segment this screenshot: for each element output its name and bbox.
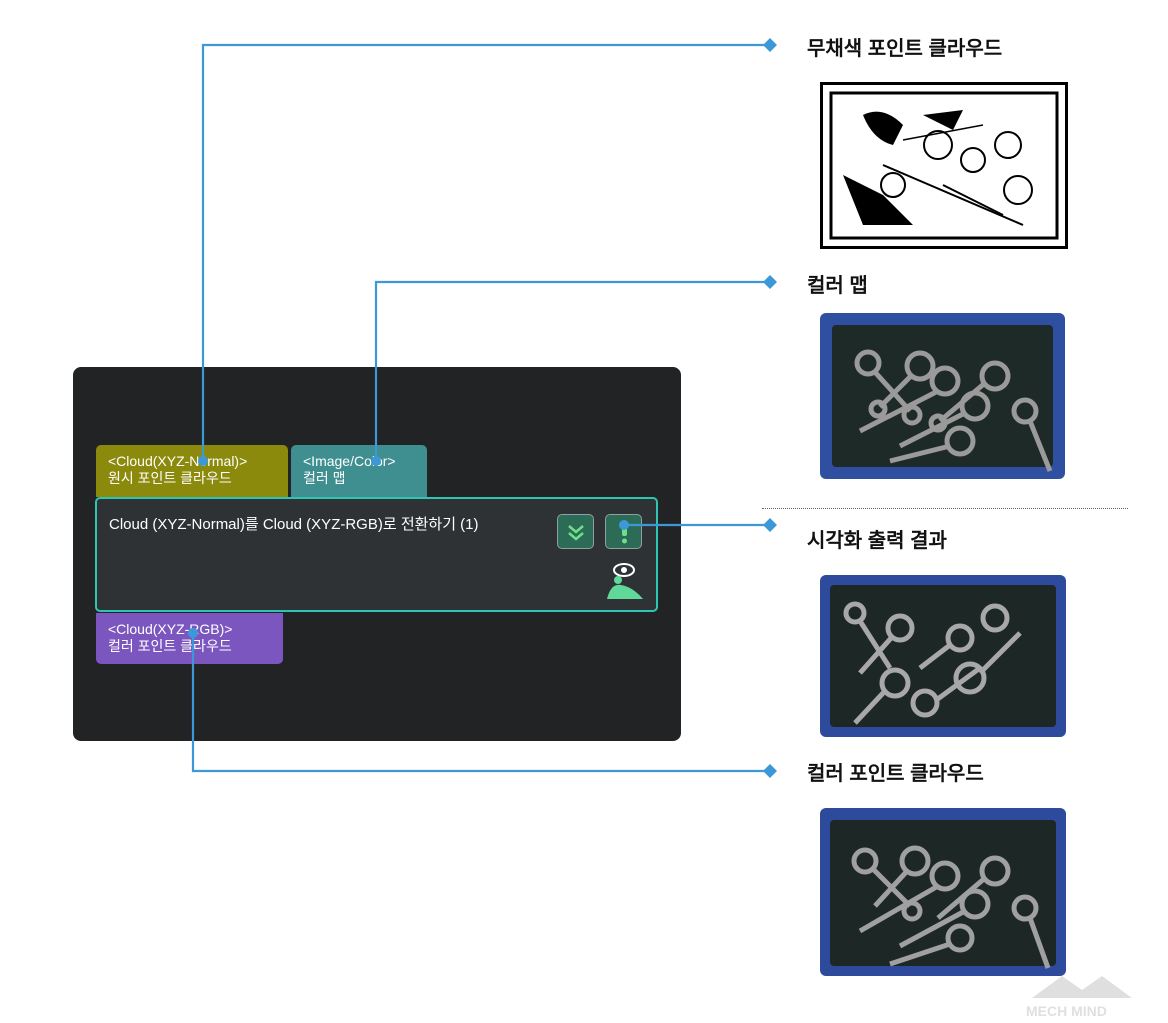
output-port-color-cloud[interactable]: <Cloud(XYZ-RGB)> 컬러 포인트 클라우드 <box>96 613 283 664</box>
color-map-image <box>820 311 1068 485</box>
visualization-output-image <box>820 573 1068 739</box>
input-port-color-map[interactable]: <Image/Color> 컬러 맵 <box>291 445 427 497</box>
chevron-double-down-icon <box>568 525 584 541</box>
mono-point-cloud-image <box>820 82 1068 249</box>
connector-color-cloud <box>191 633 770 773</box>
callout-color-map-label: 컬러 맵 <box>807 275 868 297</box>
divider <box>762 508 1128 509</box>
color-point-cloud-image <box>820 806 1068 980</box>
port-type-label: <Cloud(XYZ-Normal)> <box>108 453 248 469</box>
mech-mind-logo: MECH MIND <box>1026 976 1132 1018</box>
warning-button[interactable] <box>605 514 642 549</box>
eye-person-icon[interactable] <box>603 561 645 601</box>
collapse-button[interactable] <box>557 514 594 549</box>
connector-dot <box>619 520 629 530</box>
port-type-label: <Cloud(XYZ-RGB)> <box>108 621 233 637</box>
connector-dot <box>188 628 198 638</box>
connector-mono-cloud <box>201 43 770 461</box>
watermark-text: MECH MIND <box>1026 1003 1107 1018</box>
port-name-label: 컬러 맵 <box>303 470 346 486</box>
step-title: Cloud (XYZ-Normal)를 Cloud (XYZ-RGB)로 전환하… <box>109 516 479 533</box>
input-port-original-cloud[interactable]: <Cloud(XYZ-Normal)> 원시 포인트 클라우드 <box>96 445 288 497</box>
port-name-label: 원시 포인트 클라우드 <box>108 470 232 486</box>
connector-diamond <box>763 518 777 532</box>
step-node[interactable]: Cloud (XYZ-Normal)를 Cloud (XYZ-RGB)로 전환하… <box>95 497 658 612</box>
port-name-label: 컬러 포인트 클라우드 <box>108 638 232 654</box>
connector-diamond <box>763 275 777 289</box>
connector-dot <box>198 456 208 466</box>
connector-diamond <box>763 764 777 778</box>
connector-diamond <box>763 38 777 52</box>
port-type-label: <Image/Color> <box>303 453 396 469</box>
connector-dot <box>371 456 381 466</box>
callout-color-cloud-label: 컬러 포인트 클라우드 <box>807 763 984 785</box>
callout-visual-output-label: 시각화 출력 결과 <box>807 530 947 552</box>
callout-mono-cloud-label: 무채색 포인트 클라우드 <box>807 38 1003 60</box>
connector-color-map <box>374 280 770 461</box>
